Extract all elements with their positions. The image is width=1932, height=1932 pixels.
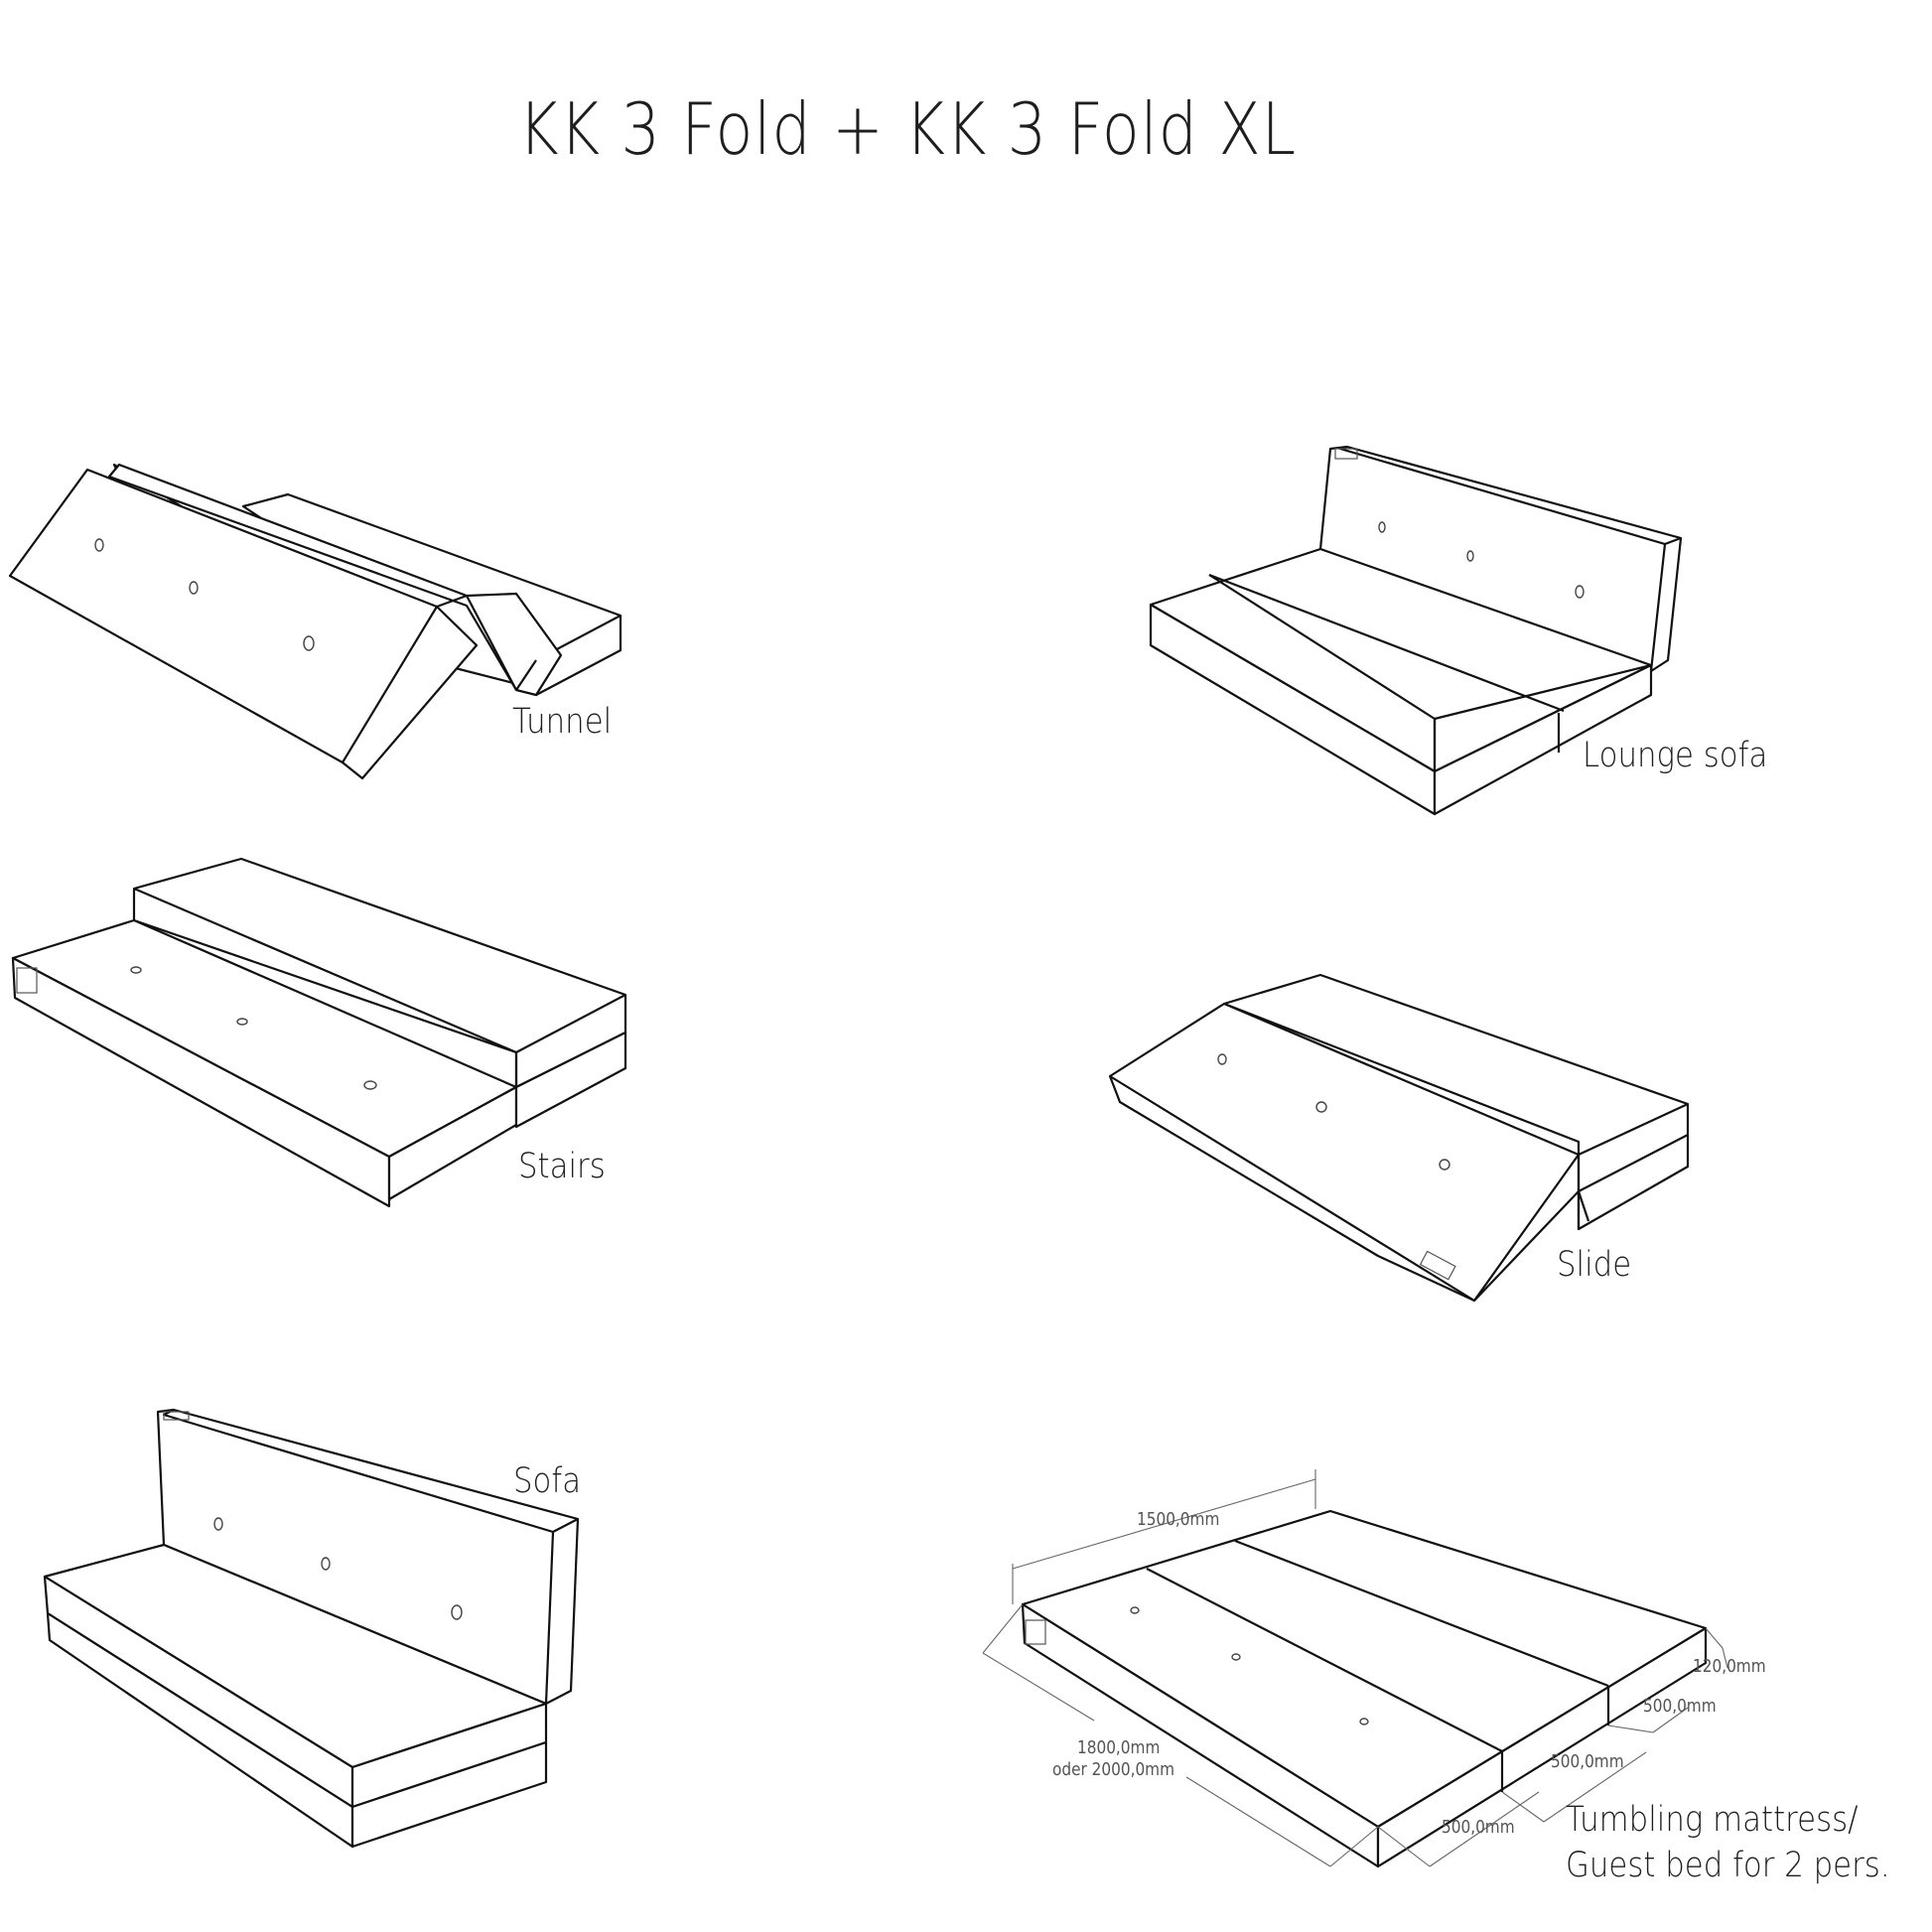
label-tumbling-mattress: Tumbling mattress/ Guest bed for 2 pers.: [1566, 1797, 1890, 1888]
sofa-diagram: [43, 1408, 580, 1849]
dimension-length-line1: 1800,0mm: [1077, 1737, 1161, 1758]
stairs-diagram: [11, 857, 627, 1208]
page-title: KK 3 Fold + KK 3 Fold XL: [518, 87, 1298, 171]
dimension-width: 1500,0mm: [1137, 1509, 1220, 1530]
label-sofa: Sofa: [513, 1461, 582, 1501]
dimension-segment-2: 500,0mm: [1551, 1751, 1624, 1772]
label-tunnel: Tunnel: [512, 702, 613, 742]
lounge-sofa-diagram: [1149, 445, 1683, 816]
slide-diagram: [1108, 973, 1690, 1303]
tumbling-mattress-diagram: [982, 1469, 1728, 1868]
dimension-segment-3: 500,0mm: [1442, 1817, 1515, 1838]
dimension-length-line2: oder 2000,0mm: [1052, 1759, 1174, 1780]
dimension-height: 120,0mm: [1693, 1656, 1766, 1677]
dimension-segment-1: 500,0mm: [1643, 1696, 1717, 1717]
label-tumbling-line1: Tumbling mattress/: [1566, 1800, 1859, 1840]
label-slide: Slide: [1557, 1245, 1632, 1285]
label-tumbling-line2: Guest bed for 2 pers.: [1566, 1846, 1890, 1885]
tunnel-diagram: [8, 463, 622, 780]
label-stairs: Stairs: [518, 1147, 606, 1186]
label-lounge-sofa: Lounge sofa: [1583, 736, 1768, 775]
